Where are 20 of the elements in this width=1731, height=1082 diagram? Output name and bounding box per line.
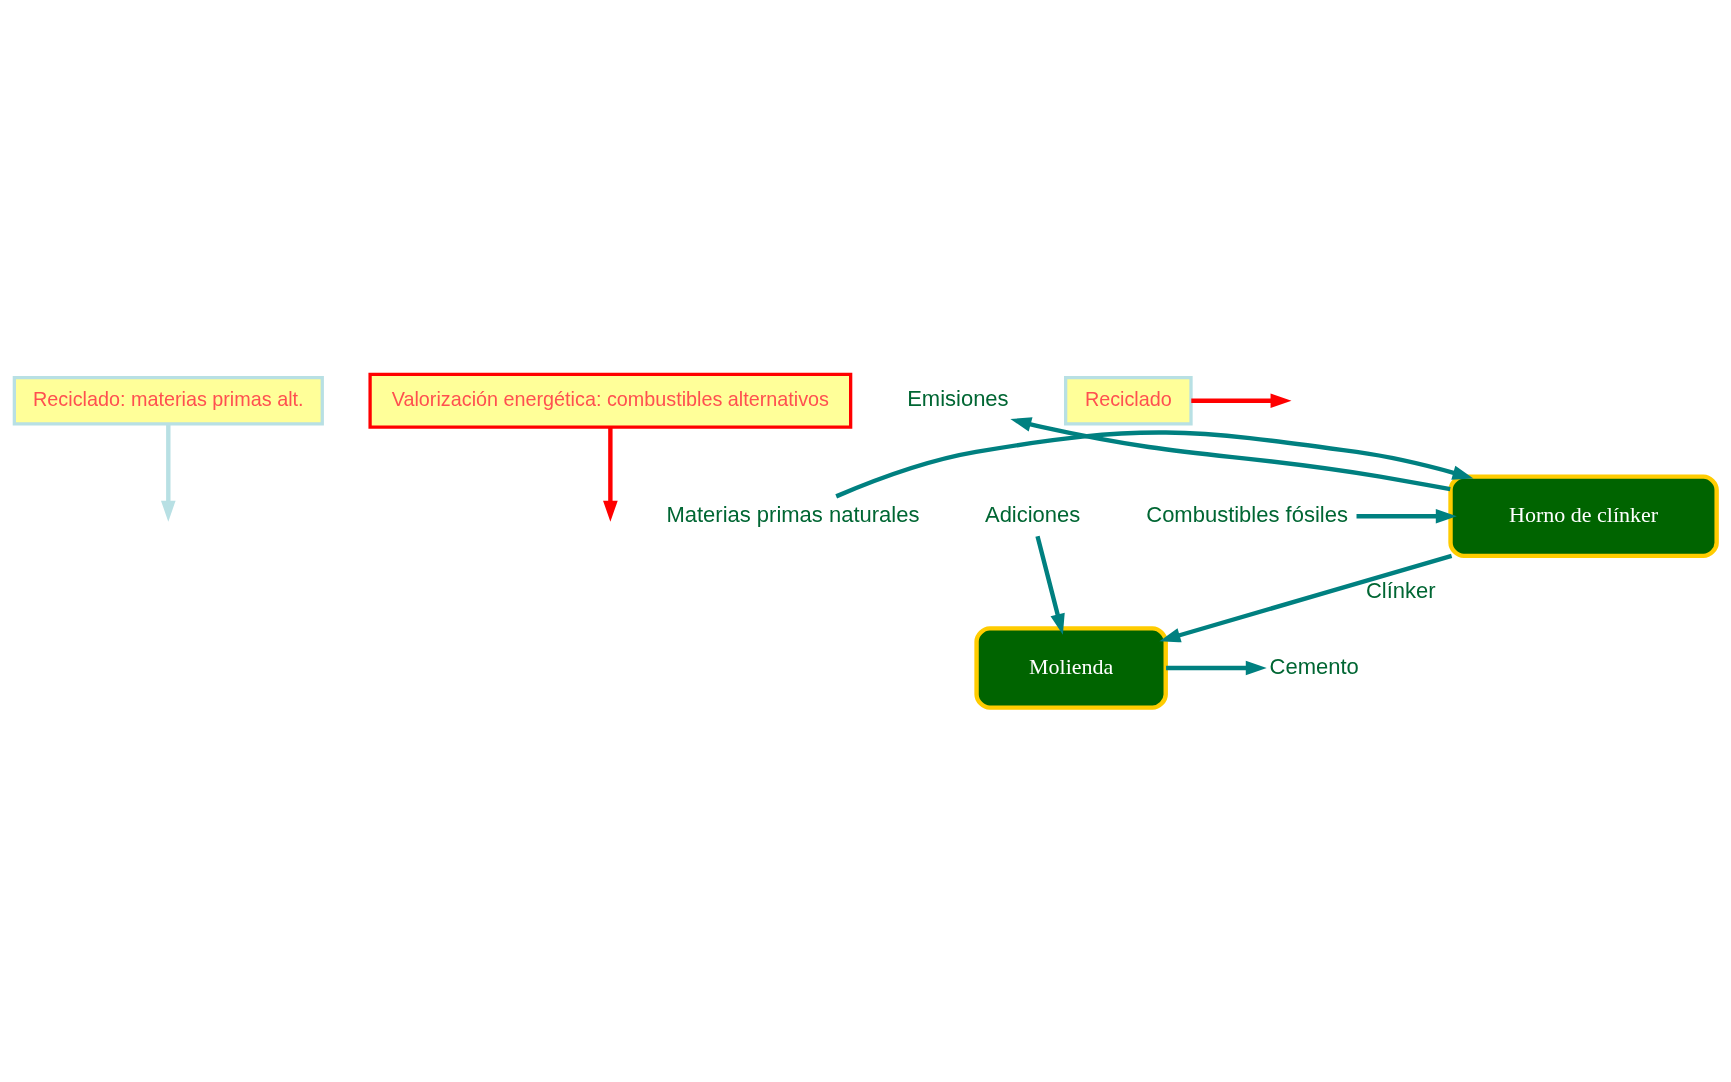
arrow bbox=[1010, 417, 1451, 492]
node-text: Materias primas naturales bbox=[666, 501, 920, 527]
arrow bbox=[1159, 553, 1453, 643]
edge-label: Clínker bbox=[1365, 577, 1436, 603]
arrow bbox=[1166, 660, 1267, 676]
arrow bbox=[835, 430, 1474, 499]
arrow bbox=[1191, 393, 1292, 409]
node-text: Cemento bbox=[1269, 653, 1359, 679]
arrow bbox=[1035, 535, 1065, 635]
node-text: Combustibles fósiles bbox=[1146, 501, 1348, 527]
node-text: Emisiones bbox=[907, 386, 1009, 412]
node-text: Adiciones bbox=[984, 501, 1081, 527]
arrow bbox=[603, 427, 618, 522]
node-box: Valorización energética: combustibles alternativos bbox=[368, 372, 853, 429]
arrow bbox=[160, 424, 176, 522]
arrow bbox=[1356, 508, 1457, 524]
node-box: Reciclado: materias primas alt. bbox=[12, 376, 324, 426]
node-box: Molienda bbox=[974, 626, 1168, 710]
node-box: Horno de clínker bbox=[1448, 474, 1719, 559]
node-box: Reciclado bbox=[1064, 376, 1193, 426]
